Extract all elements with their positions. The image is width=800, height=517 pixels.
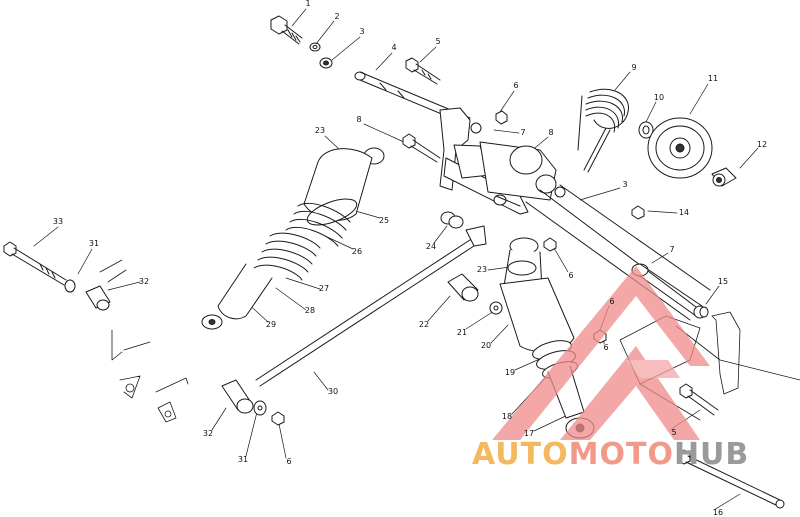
callout-23: 23 [314, 126, 326, 135]
callout-16: 16 [712, 508, 724, 517]
callout-19: 19 [504, 368, 516, 377]
part-15-bushing [699, 306, 709, 318]
callout-8: 8 [548, 128, 554, 137]
watermark-emblem-icon [492, 266, 710, 440]
part-32-bushing-upper [85, 285, 111, 311]
part-3-rail [525, 184, 711, 321]
part-10-washer [638, 121, 654, 139]
part-33-bolt [3, 241, 67, 286]
watermark-part3: HUB [673, 437, 750, 472]
part-9-spring [577, 88, 629, 173]
callout-27: 27 [318, 284, 330, 293]
callout-1: 1 [305, 0, 311, 8]
callout-10: 10 [653, 93, 665, 102]
callout-5: 5 [435, 37, 441, 46]
callout-31: 31 [237, 455, 249, 464]
part-32-bushing-lower [221, 379, 254, 414]
part-16-long-bolt [677, 449, 785, 509]
callout-26: 26 [351, 247, 363, 256]
callout-7: 7 [520, 128, 526, 137]
part-24-bushing [440, 211, 464, 229]
callout-25: 25 [378, 216, 390, 225]
part-31-washer-lower [253, 400, 267, 416]
callout-6: 6 [609, 297, 615, 306]
callout-4: 4 [391, 43, 397, 52]
callout-5: 5 [671, 428, 677, 437]
part-31-washer-upper [64, 279, 76, 293]
callout-14: 14 [678, 208, 690, 217]
part-14-nut [631, 205, 645, 220]
callout-9: 9 [631, 63, 637, 72]
part-21-washer [489, 301, 503, 315]
part-6-nut-mid [543, 237, 557, 252]
watermark-part1: AUTO [472, 437, 569, 472]
callout-11: 11 [707, 74, 719, 83]
callout-21: 21 [456, 328, 468, 337]
part-22-spacer [447, 273, 479, 302]
callout-23: 23 [476, 265, 488, 274]
callout-30: 30 [327, 387, 339, 396]
callout-8: 8 [356, 115, 362, 124]
callout-18: 18 [501, 412, 513, 421]
callout-28: 28 [304, 306, 316, 315]
callout-6: 6 [568, 271, 574, 280]
callout-29: 29 [265, 320, 277, 329]
part-2-washer [309, 42, 321, 52]
part-12-bushing [711, 167, 737, 187]
callout-31: 31 [88, 239, 100, 248]
callout-3: 3 [622, 180, 628, 189]
leader-lines [33, 8, 759, 511]
part-5-bolt-upper [405, 57, 441, 85]
callout-12: 12 [756, 140, 768, 149]
callout-33: 33 [52, 217, 64, 226]
watermark-logo-text: AUTOMOTOHUB [472, 440, 749, 470]
callout-17: 17 [523, 429, 535, 438]
part-5-long-bolt [679, 383, 719, 416]
part-1-bolt [270, 15, 303, 45]
callout-20: 20 [480, 341, 492, 350]
callout-3: 3 [359, 27, 365, 36]
callout-6: 6 [513, 81, 519, 90]
callout-15: 15 [717, 277, 729, 286]
left-shock-absorber [201, 147, 385, 330]
callout-22: 22 [418, 320, 430, 329]
callout-7: 7 [669, 245, 675, 254]
callout-2: 2 [334, 12, 340, 21]
callout-32: 32 [202, 429, 214, 438]
callout-32: 32 [138, 277, 150, 286]
callout-6: 6 [286, 457, 292, 466]
part-11-wheel [647, 117, 713, 179]
part-6-nut-lower [271, 411, 285, 426]
callout-24: 24 [425, 242, 437, 251]
part-30-rod [255, 225, 487, 387]
watermark-part2: MOTO [568, 437, 674, 472]
part-7-bushing [470, 122, 482, 134]
part-6-nut-top [495, 110, 508, 125]
callout-6: 6 [603, 343, 609, 352]
rocker-arm-assembly [439, 107, 566, 215]
part-8-bolt [402, 133, 441, 163]
frame-fragments [99, 259, 189, 423]
